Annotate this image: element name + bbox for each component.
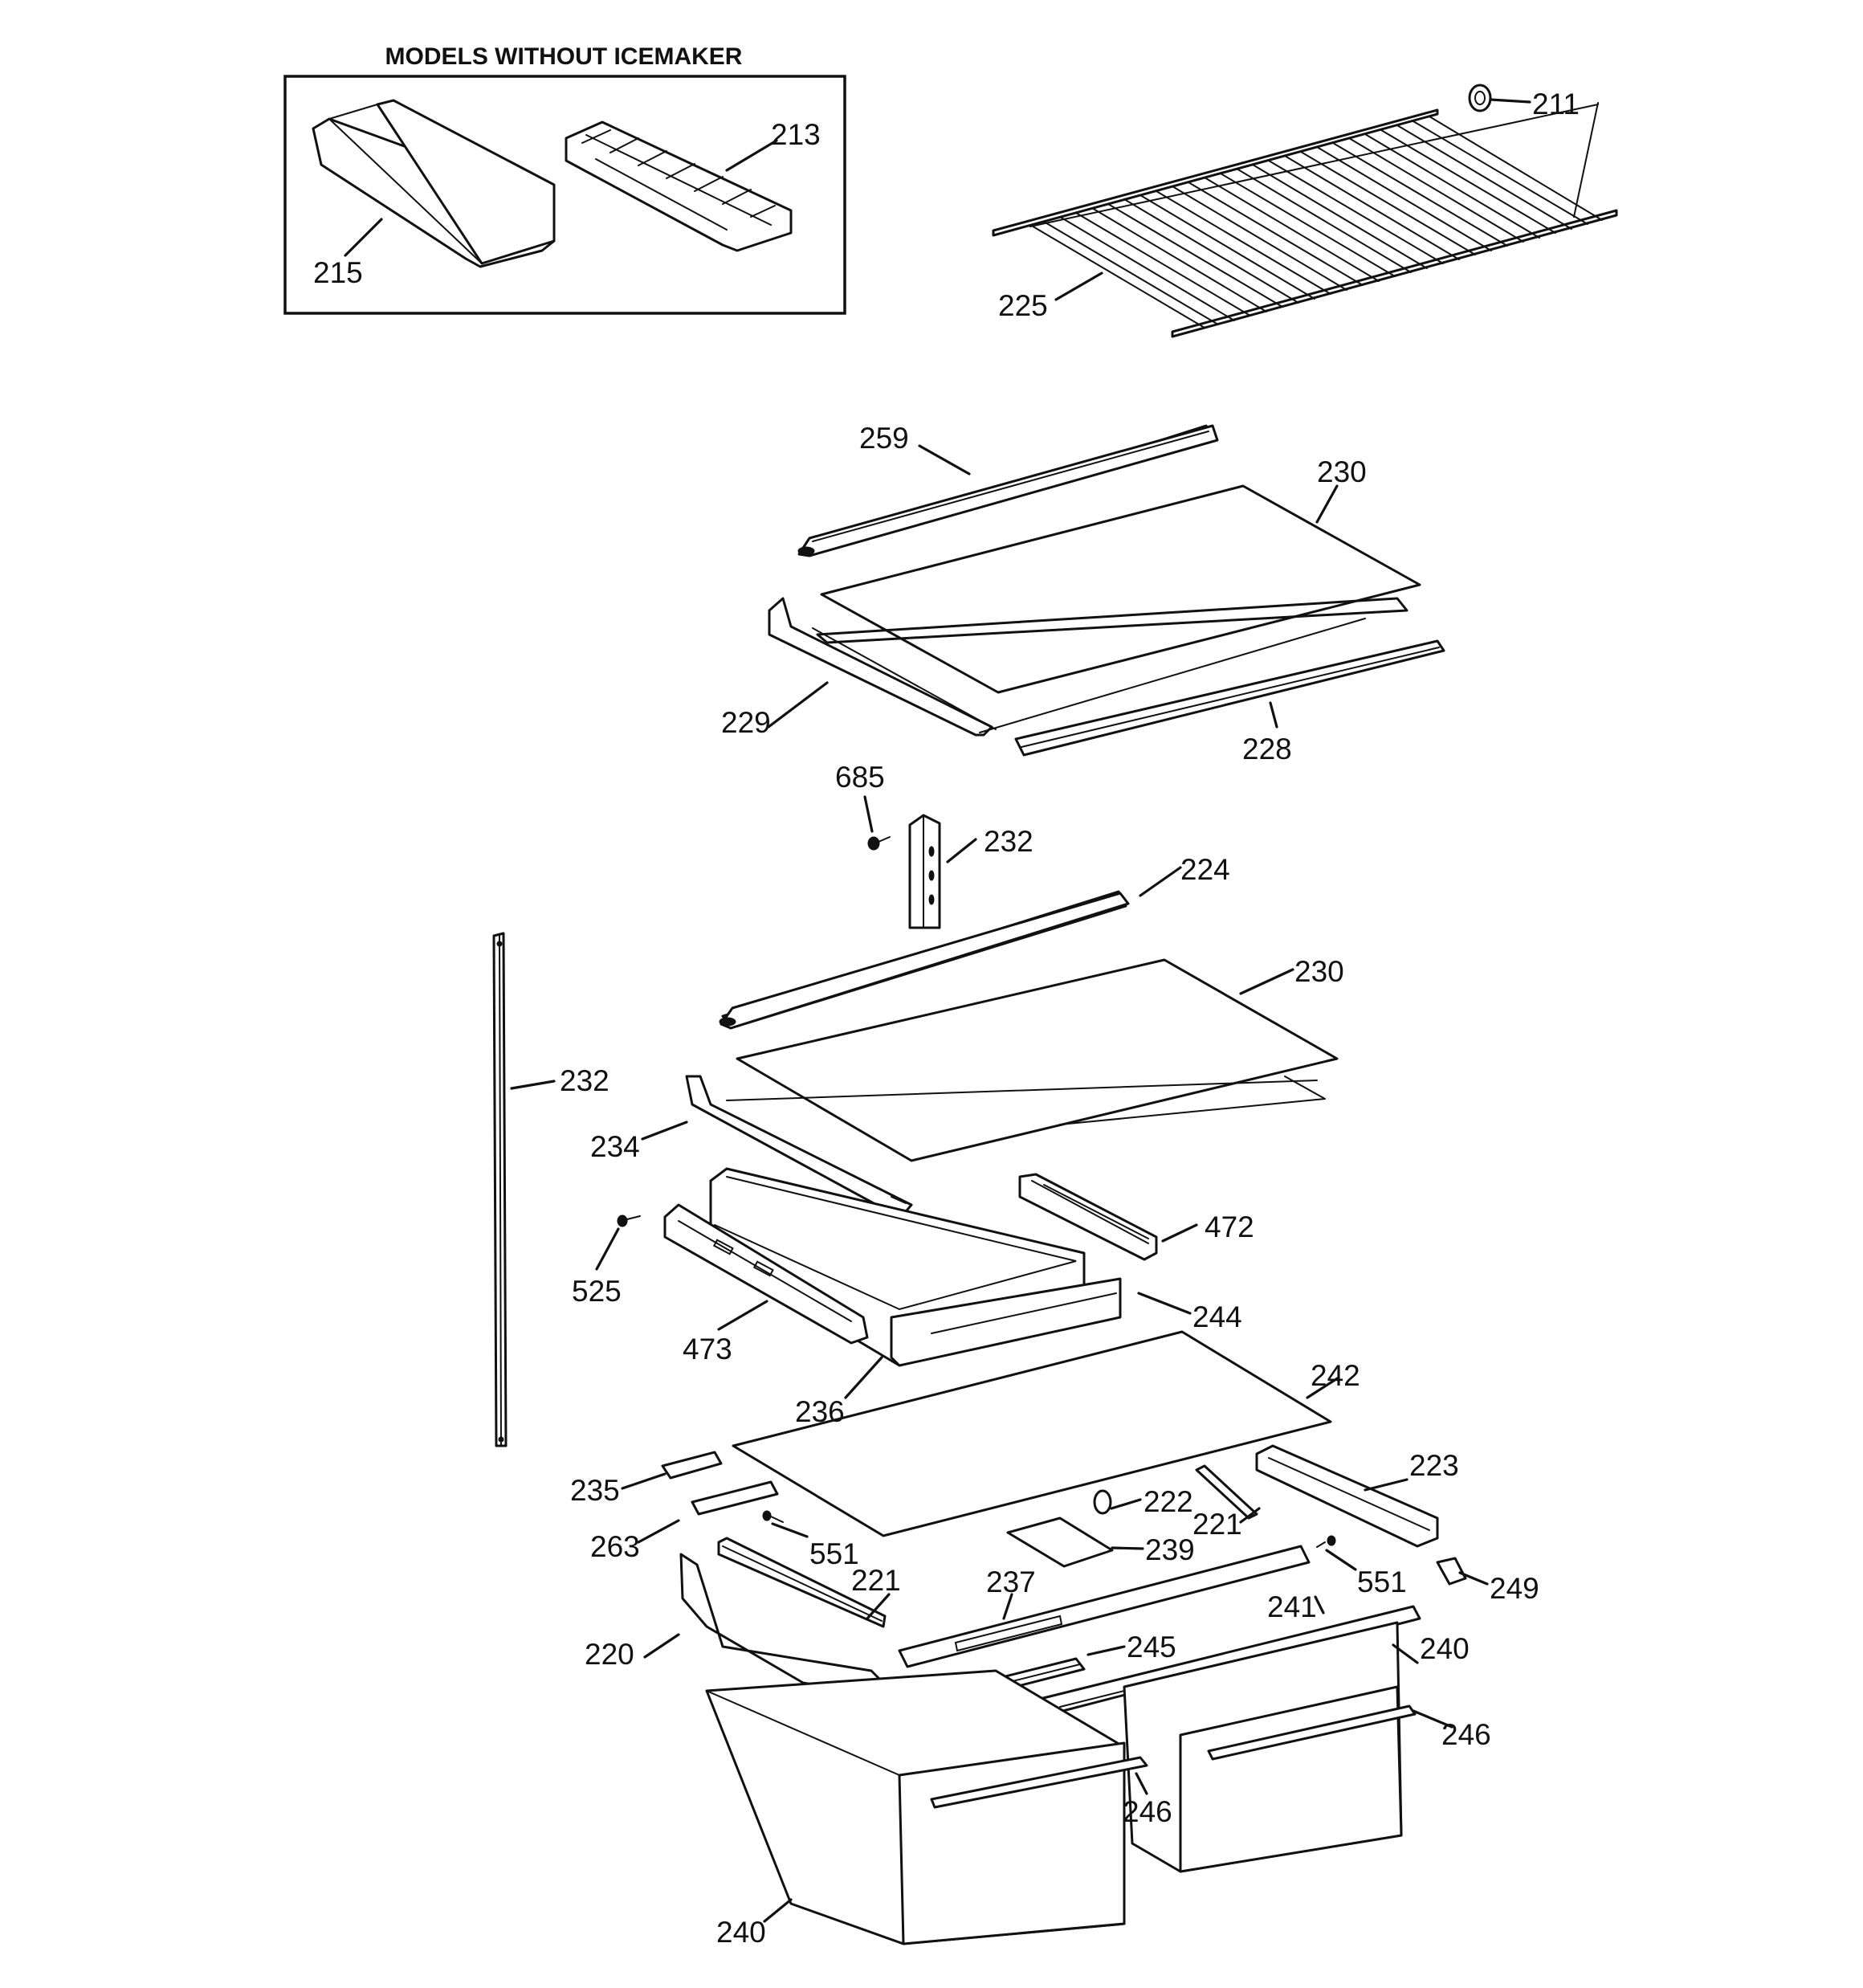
callout-245: 245 bbox=[1127, 1631, 1176, 1663]
callout-221-left: 221 bbox=[851, 1564, 901, 1597]
ice-bucket-part bbox=[312, 99, 556, 268]
callout-220: 220 bbox=[585, 1638, 634, 1671]
wire-shelf-part bbox=[992, 102, 1618, 338]
callout-244: 244 bbox=[1192, 1300, 1242, 1333]
callout-225: 225 bbox=[998, 289, 1048, 322]
crisper-drawer-left bbox=[705, 1669, 1148, 1945]
callout-230-middle: 230 bbox=[1294, 955, 1344, 988]
callout-229: 229 bbox=[721, 706, 771, 739]
callout-235: 235 bbox=[570, 1474, 620, 1507]
inset-frame bbox=[283, 75, 846, 315]
callout-213: 213 bbox=[771, 118, 821, 151]
callout-240-left: 240 bbox=[716, 1916, 766, 1949]
callout-246-left: 246 bbox=[1123, 1795, 1172, 1828]
callout-224: 224 bbox=[1180, 853, 1230, 886]
inset-title: MODELS WITHOUT ICEMAKER bbox=[385, 43, 743, 70]
callout-259: 259 bbox=[859, 422, 909, 455]
callout-249: 249 bbox=[1490, 1572, 1539, 1605]
callout-551-right: 551 bbox=[1357, 1565, 1407, 1598]
callout-473: 473 bbox=[683, 1333, 732, 1365]
callout-215: 215 bbox=[313, 256, 363, 289]
upright-long-part bbox=[492, 932, 508, 1447]
inset-models-without-icemaker: MODELS WITHOUT ICEMAKER bbox=[283, 43, 846, 315]
callout-232-long: 232 bbox=[560, 1064, 609, 1097]
middle-shelf-assembly bbox=[685, 890, 1339, 1216]
callout-230-upper: 230 bbox=[1317, 455, 1367, 488]
callout-234: 234 bbox=[590, 1130, 640, 1163]
callout-222: 222 bbox=[1143, 1485, 1193, 1518]
ice-tray-part bbox=[565, 120, 793, 252]
callout-525: 525 bbox=[572, 1275, 622, 1308]
callout-240-right: 240 bbox=[1420, 1632, 1470, 1665]
callout-551-left: 551 bbox=[809, 1537, 859, 1570]
callout-236: 236 bbox=[795, 1395, 845, 1428]
callout-232-short: 232 bbox=[984, 825, 1033, 858]
callout-223: 223 bbox=[1409, 1449, 1459, 1482]
crisper-cover-assembly bbox=[661, 1330, 1467, 1586]
callout-237: 237 bbox=[986, 1565, 1036, 1598]
callout-685: 685 bbox=[835, 761, 885, 794]
leader-lines bbox=[344, 98, 1531, 1923]
callout-263: 263 bbox=[590, 1530, 640, 1563]
callout-472: 472 bbox=[1205, 1210, 1254, 1243]
callout-221-right: 221 bbox=[1192, 1508, 1242, 1541]
callout-labels: 211 213 215 225 259 230 229 228 685 232 … bbox=[313, 88, 1580, 1949]
callout-241: 241 bbox=[1267, 1590, 1317, 1623]
shelf-bumper-part bbox=[1468, 84, 1492, 112]
crisper-drawer-right bbox=[1123, 1621, 1417, 1873]
screw-685-part bbox=[867, 836, 891, 851]
callout-228: 228 bbox=[1242, 733, 1292, 765]
callout-242: 242 bbox=[1311, 1359, 1360, 1392]
upright-short-part bbox=[908, 814, 941, 929]
callout-239: 239 bbox=[1145, 1533, 1195, 1566]
pan-assembly bbox=[617, 1167, 1158, 1367]
callout-211: 211 bbox=[1532, 88, 1580, 120]
upper-shelf-assembly bbox=[768, 424, 1445, 757]
callout-246-right: 246 bbox=[1441, 1718, 1491, 1751]
